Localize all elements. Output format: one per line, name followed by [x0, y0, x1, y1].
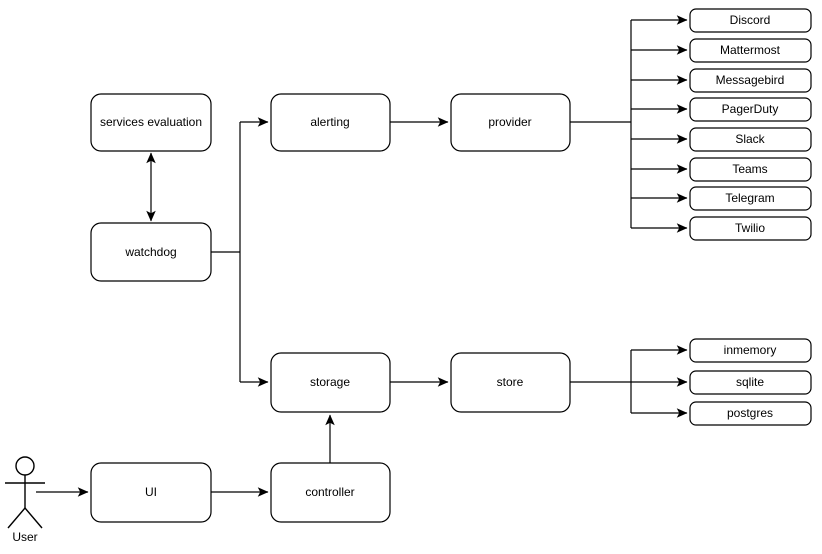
provider-leaf-discord-label: Discord [730, 13, 771, 27]
node-store-shape[interactable] [450, 352, 571, 413]
node-services-evaluation-label: services evaluation [100, 115, 202, 129]
store-leaf-sqlite-shape[interactable] [689, 370, 812, 395]
node-watchdog[interactable]: watchdog [90, 222, 212, 282]
node-controller-label: controller [305, 485, 354, 499]
provider-leaf-twilio[interactable]: Twilio [689, 216, 812, 241]
provider-leaf-discord-shape[interactable] [689, 8, 812, 33]
store-leaf-list: inmemory sqlite postgres [689, 338, 812, 426]
node-storage[interactable]: storage [270, 352, 391, 413]
store-leaf-inmemory-shape[interactable] [689, 338, 812, 363]
provider-leaf-slack-shape[interactable] [689, 127, 812, 152]
provider-leaf-twilio-shape[interactable] [689, 216, 812, 241]
node-alerting[interactable]: alerting [270, 93, 391, 152]
actor-head-icon [15, 456, 35, 476]
node-watchdog-label: watchdog [124, 245, 176, 259]
provider-leaf-messagebird[interactable]: Messagebird [689, 68, 812, 93]
store-leaf-postgres-label: postgres [727, 406, 773, 420]
nodes-layer: services evaluation watchdog alerting pr… [90, 93, 571, 523]
provider-leaf-telegram[interactable]: Telegram [689, 186, 812, 211]
node-store-label: store [497, 375, 524, 389]
user-actor[interactable]: User [5, 456, 45, 544]
store-leaf-postgres[interactable]: postgres [689, 401, 812, 426]
edge-provider-fanout [631, 15, 688, 233]
node-alerting-label: alerting [310, 115, 349, 129]
node-ui-shape[interactable] [90, 462, 212, 523]
provider-leaf-pagerduty[interactable]: PagerDuty [689, 97, 812, 122]
store-leaf-inmemory[interactable]: inmemory [689, 338, 812, 363]
node-provider[interactable]: provider [450, 93, 571, 152]
edges-layer [36, 15, 688, 497]
node-watchdog-shape[interactable] [90, 222, 212, 282]
provider-leaf-slack-label: Slack [735, 132, 765, 146]
node-provider-label: provider [488, 115, 531, 129]
store-leaf-inmemory-label: inmemory [724, 343, 777, 357]
store-leaf-sqlite[interactable]: sqlite [689, 370, 812, 395]
provider-leaf-twilio-label: Twilio [735, 221, 765, 235]
store-leaf-sqlite-label: sqlite [736, 375, 764, 389]
node-controller-shape[interactable] [270, 462, 391, 523]
actor-left-leg-line [7, 507, 26, 529]
node-ui-label: UI [145, 485, 157, 499]
provider-leaf-teams-shape[interactable] [689, 157, 812, 182]
node-ui[interactable]: UI [90, 462, 212, 523]
provider-leaf-teams-label: Teams [732, 162, 767, 176]
provider-leaf-mattermost-label: Mattermost [720, 43, 781, 57]
node-store[interactable]: store [450, 352, 571, 413]
store-leaf-postgres-shape[interactable] [689, 401, 812, 426]
provider-leaf-teams[interactable]: Teams [689, 157, 812, 182]
node-services-evaluation[interactable]: services evaluation [90, 93, 212, 152]
actor-right-leg-line [24, 507, 43, 529]
provider-leaf-pagerduty-shape[interactable] [689, 97, 812, 122]
provider-leaf-mattermost[interactable]: Mattermost [689, 38, 812, 63]
edge-store-fanout [631, 345, 688, 418]
provider-leaf-messagebird-label: Messagebird [716, 73, 785, 87]
node-services-evaluation-shape[interactable] [90, 93, 212, 152]
node-alerting-shape[interactable] [270, 93, 391, 152]
provider-leaf-discord[interactable]: Discord [689, 8, 812, 33]
node-storage-shape[interactable] [270, 352, 391, 413]
node-storage-label: storage [310, 375, 350, 389]
provider-leaf-pagerduty-label: PagerDuty [722, 102, 779, 116]
provider-leaf-telegram-shape[interactable] [689, 186, 812, 211]
provider-leaf-list: Discord Mattermost Messagebird PagerDuty… [689, 8, 812, 241]
node-controller[interactable]: controller [270, 462, 391, 523]
provider-leaf-mattermost-shape[interactable] [689, 38, 812, 63]
node-provider-shape[interactable] [450, 93, 571, 152]
provider-leaf-messagebird-shape[interactable] [689, 68, 812, 93]
provider-leaf-slack[interactable]: Slack [689, 127, 812, 152]
provider-leaf-telegram-label: Telegram [725, 191, 774, 205]
actor-label: User [12, 530, 37, 544]
